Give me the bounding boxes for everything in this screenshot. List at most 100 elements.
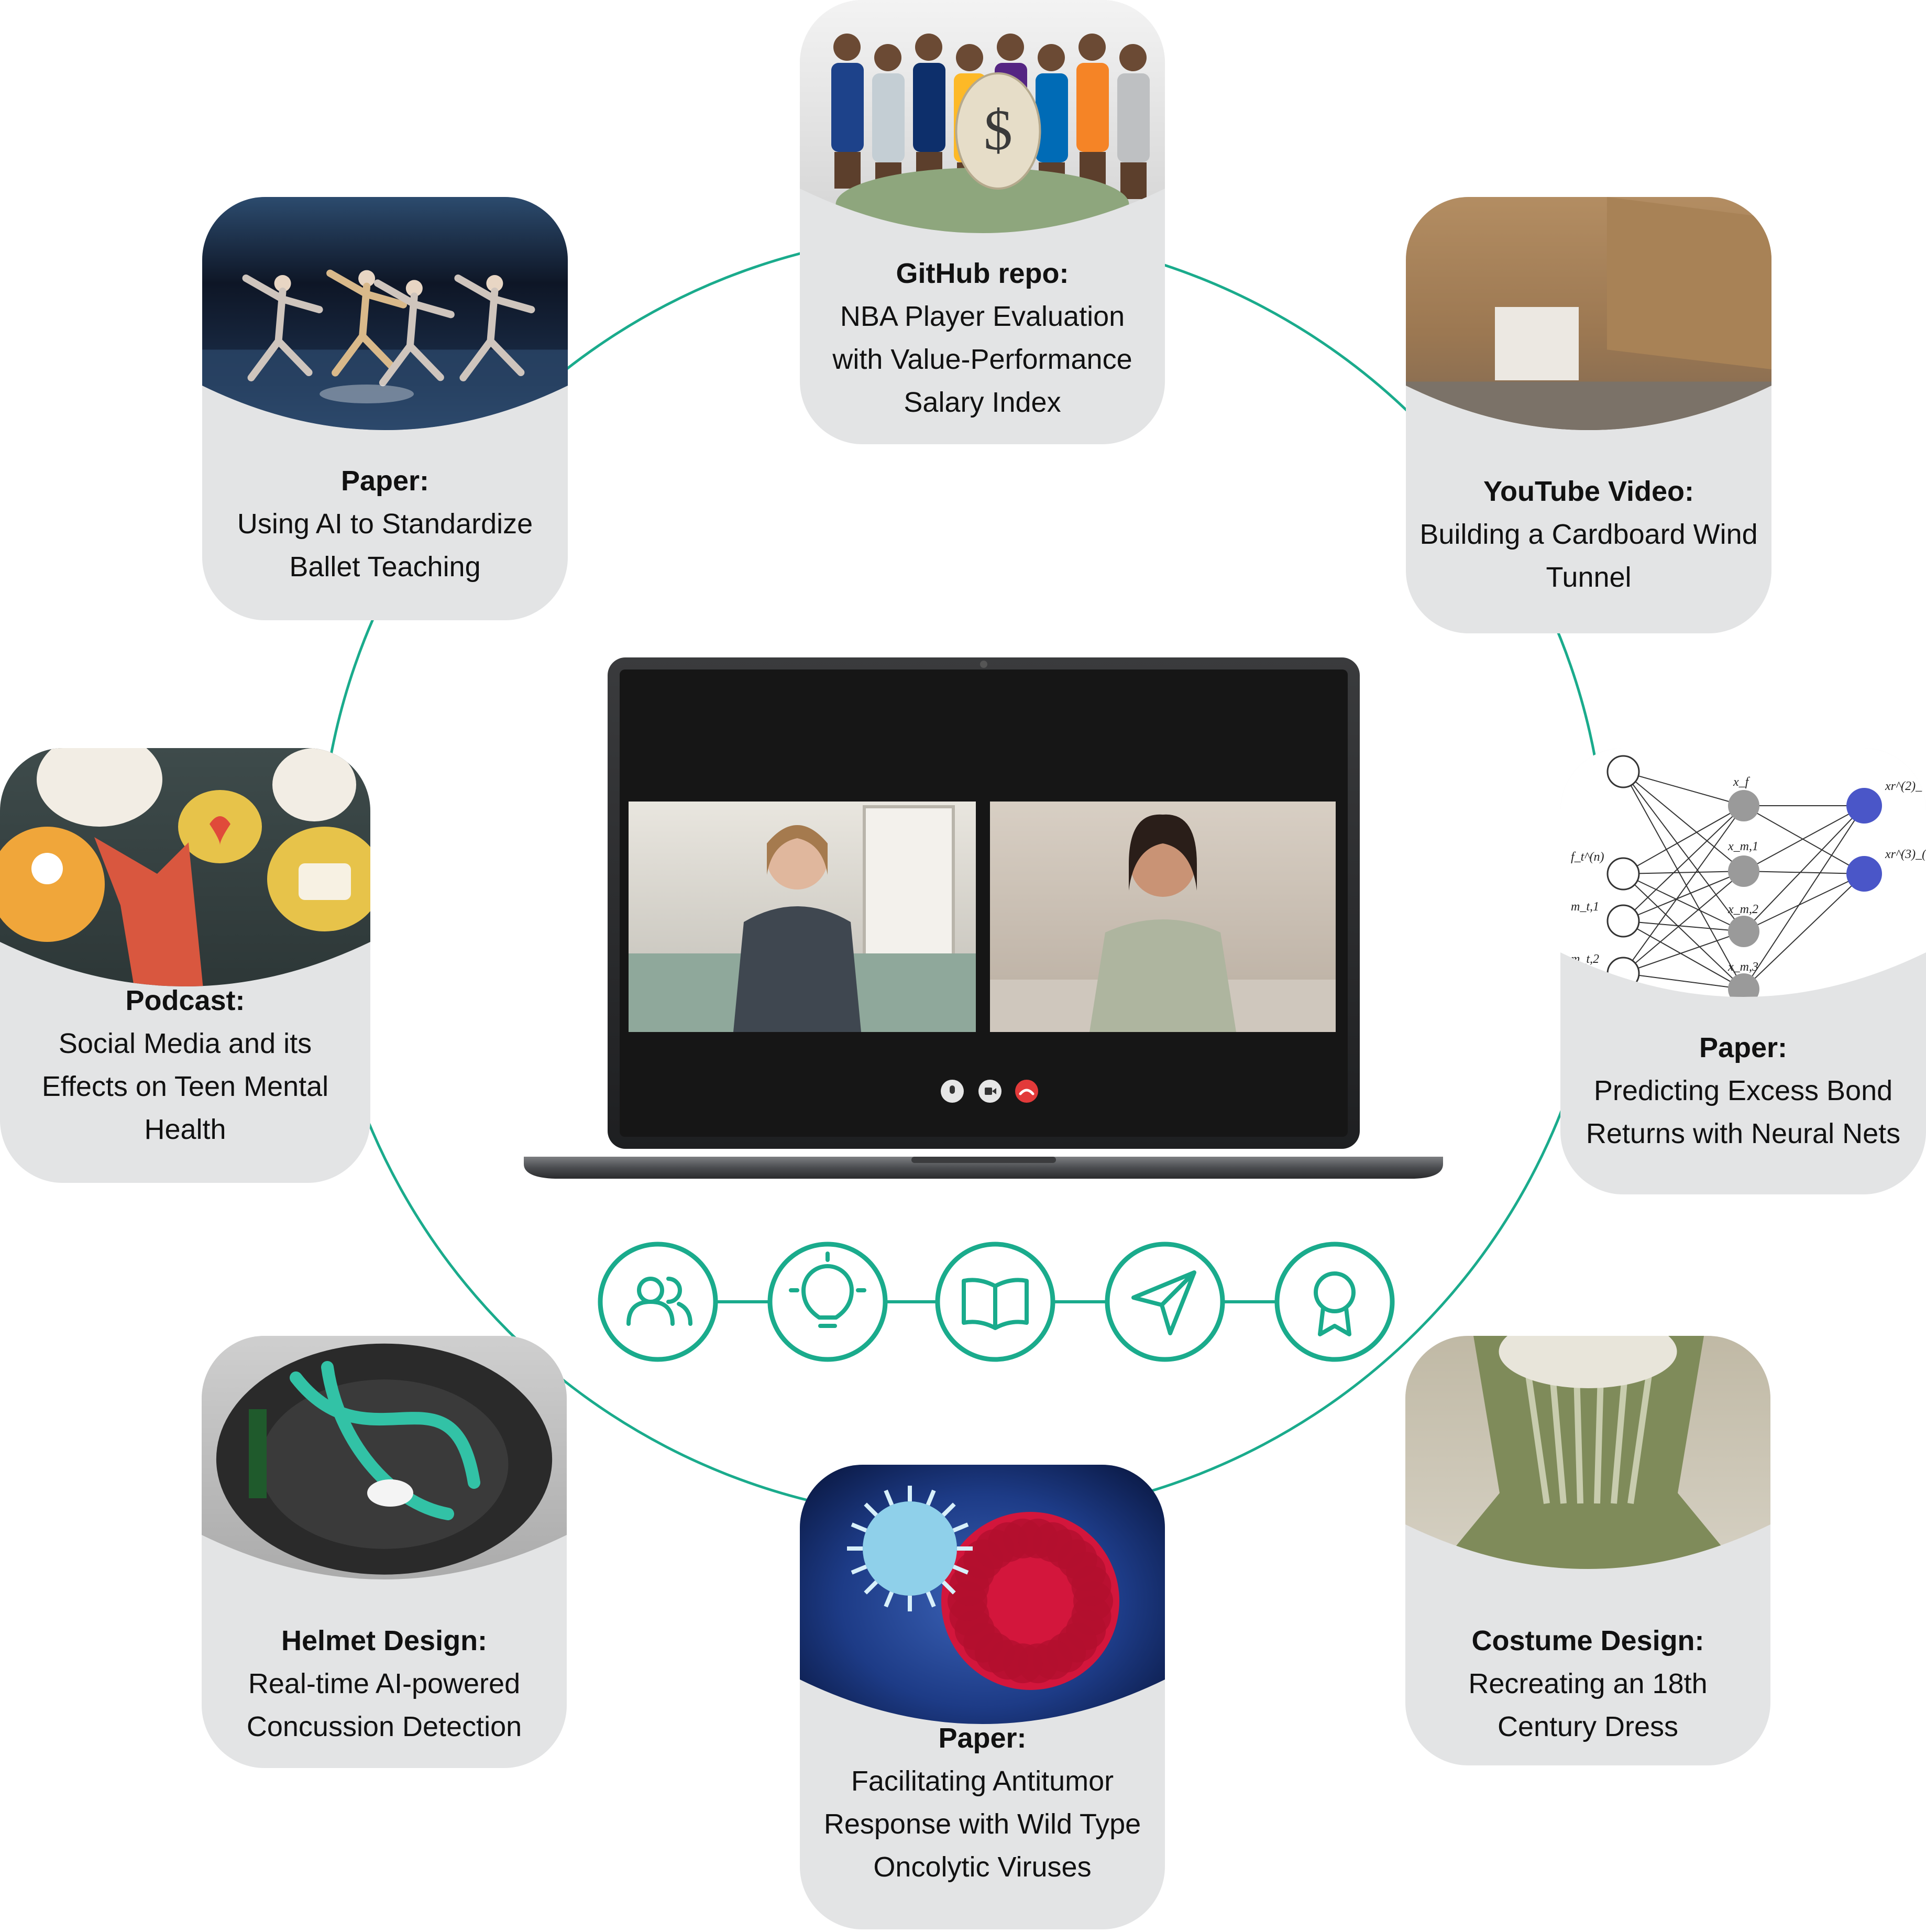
virus-spike bbox=[926, 1489, 936, 1506]
player-jersey bbox=[872, 73, 905, 162]
user-body bbox=[626, 1300, 675, 1326]
icon-ring bbox=[1274, 1242, 1395, 1362]
virus-spike bbox=[851, 1564, 867, 1575]
users-icon bbox=[598, 1242, 718, 1362]
network-edge bbox=[1623, 931, 1744, 974]
network-edge bbox=[1623, 920, 1744, 932]
card-inner bbox=[202, 1336, 567, 1768]
dancer-head bbox=[405, 280, 423, 297]
player-jersey bbox=[1036, 73, 1068, 162]
card-description-line: Facilitating Antitumor bbox=[851, 1765, 1114, 1797]
card-description-line: Building a Cardboard Wind bbox=[1419, 519, 1757, 550]
network-edge bbox=[1623, 805, 1744, 974]
card-description-line: Salary Index bbox=[904, 387, 1061, 418]
player-figure bbox=[831, 34, 864, 189]
card-bond[interactable]: x_fx_m,1x_m,2x_m,3f_t^(n)m_t,1m_t,2xr^(2… bbox=[1560, 748, 1926, 1194]
dancer-body bbox=[326, 269, 408, 377]
dress-stripe bbox=[1523, 1356, 1550, 1504]
dress-bodice bbox=[1426, 1336, 1751, 1569]
network-label: f_t^(n) bbox=[1571, 850, 1604, 864]
network-edge bbox=[1623, 871, 1744, 921]
player-head bbox=[1119, 44, 1147, 71]
chat-bubble-icon bbox=[37, 748, 162, 827]
input-node bbox=[1606, 857, 1640, 891]
hidden-node bbox=[1728, 790, 1759, 821]
camera-glyph bbox=[985, 1088, 992, 1095]
network-label: x_m,1 bbox=[1727, 840, 1758, 853]
icon-ring bbox=[767, 1242, 888, 1362]
camera-icon[interactable] bbox=[978, 1080, 1001, 1103]
person-sweater bbox=[733, 906, 861, 1032]
player-jersey bbox=[1076, 63, 1109, 152]
card-inner bbox=[800, 1465, 1165, 1929]
virus-spike bbox=[864, 1502, 878, 1517]
network-edge bbox=[1623, 871, 1744, 874]
player-jersey bbox=[1117, 73, 1150, 162]
network-edge bbox=[1623, 805, 1744, 921]
network-edge bbox=[1743, 805, 1865, 872]
virus-spike bbox=[884, 1591, 894, 1608]
dancer-body bbox=[242, 275, 323, 381]
card-description-line: Concussion Detection bbox=[247, 1711, 522, 1742]
network-edge bbox=[1743, 805, 1865, 874]
network-edge bbox=[1743, 873, 1865, 932]
virus-spike bbox=[884, 1489, 894, 1506]
dollar-sign-icon: $ bbox=[984, 98, 1012, 162]
card-description-line: Recreating an 18th bbox=[1468, 1668, 1707, 1699]
hidden-node bbox=[1728, 973, 1759, 997]
virus-spike bbox=[864, 1580, 878, 1595]
video-participant-2[interactable] bbox=[990, 802, 1336, 1032]
virus-spike bbox=[952, 1564, 969, 1575]
mic-glyph bbox=[950, 1085, 955, 1094]
end-call-icon[interactable] bbox=[1015, 1080, 1038, 1103]
network-edge bbox=[1623, 973, 1744, 990]
microphone-icon[interactable] bbox=[941, 1080, 964, 1103]
card-inner bbox=[202, 197, 568, 620]
card-inner bbox=[1406, 197, 1771, 633]
card-costume[interactable]: Costume Design:Recreating an 18thCentury… bbox=[1405, 1315, 1770, 1765]
card-description-line: Using AI to Standardize bbox=[237, 508, 533, 540]
dancer-figure bbox=[326, 269, 408, 377]
video-participant-1[interactable] bbox=[629, 802, 976, 1032]
person-icon bbox=[31, 853, 63, 884]
social-media-illustration-image bbox=[0, 748, 370, 986]
helmet-sensor-image bbox=[202, 1336, 567, 1579]
medal bbox=[1314, 1271, 1356, 1313]
card-title: Paper: bbox=[938, 1722, 1026, 1754]
spotlight bbox=[320, 385, 414, 403]
card-description-line: Predicting Excess Bond bbox=[1594, 1075, 1892, 1106]
input-node bbox=[1606, 904, 1640, 938]
second-user bbox=[666, 1277, 692, 1326]
dancer-figure bbox=[373, 279, 455, 387]
virus-spike bbox=[952, 1522, 969, 1533]
card-youtube[interactable]: YouTube Video:Building a Cardboard WindT… bbox=[1406, 197, 1771, 633]
bulb-glass bbox=[801, 1264, 854, 1320]
output-node bbox=[1846, 856, 1882, 892]
card-title: Helmet Design: bbox=[281, 1625, 487, 1656]
card-helmet[interactable]: Helmet Design:Real-time AI-poweredConcus… bbox=[202, 1336, 567, 1768]
network-edge bbox=[1623, 920, 1744, 990]
network-label: m_t,1 bbox=[1571, 900, 1599, 914]
card-title: GitHub repo: bbox=[896, 258, 1069, 289]
heart-icon bbox=[210, 816, 230, 845]
person-hair bbox=[767, 825, 828, 875]
hidden-node bbox=[1728, 916, 1759, 947]
cardboard-panel bbox=[1606, 197, 1771, 369]
network-edge bbox=[1743, 805, 1865, 932]
player-head bbox=[997, 34, 1024, 61]
like-bubble-icon bbox=[272, 748, 356, 821]
network-edge bbox=[1623, 873, 1744, 932]
card-inner bbox=[1405, 1336, 1770, 1765]
network-edge bbox=[1623, 871, 1744, 974]
card-inner: $ bbox=[800, 0, 1165, 444]
laptop-notch bbox=[911, 1157, 1056, 1163]
network-label: xr^(3)_(t+1) bbox=[1885, 848, 1926, 861]
player-head bbox=[956, 44, 983, 71]
dancer-body bbox=[373, 279, 455, 387]
card-inner: x_fx_m,1x_m,2x_m,3f_t^(n)m_t,1m_t,2xr^(2… bbox=[1560, 748, 1926, 1194]
